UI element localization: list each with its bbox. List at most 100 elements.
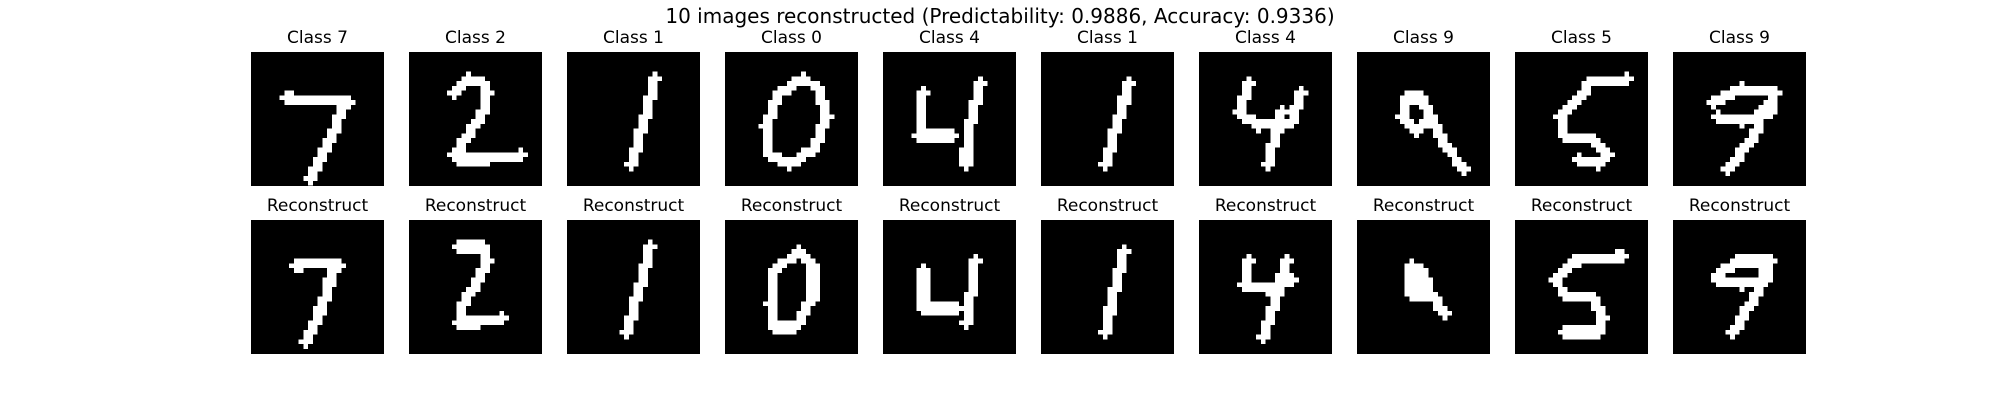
digit-pixel <box>1557 329 1563 335</box>
digit-pixel <box>341 109 347 115</box>
digit-pixel <box>456 147 462 153</box>
digit-pixel <box>1720 282 1726 288</box>
digit-pixel <box>1404 272 1410 278</box>
digit-pixel <box>1595 76 1601 82</box>
digit-pixel <box>652 85 658 91</box>
digit-pixel <box>1117 104 1122 110</box>
digit-pixel <box>1581 138 1587 143</box>
digit-pixel <box>470 315 476 321</box>
digit-pixel <box>1126 90 1132 96</box>
digit-pixel <box>1418 277 1424 283</box>
reconstruct-title-2: Reconstruct <box>424 196 527 216</box>
digit-pixel <box>810 272 816 278</box>
digit-pixel <box>1562 291 1568 297</box>
digit-pixel <box>805 296 811 302</box>
digit-pixel <box>643 109 648 115</box>
digit-pixel <box>1126 100 1132 105</box>
digit-pixel <box>1437 128 1443 134</box>
digit-pixel <box>772 325 778 330</box>
digit-pixel <box>935 133 941 139</box>
digit-pixel <box>633 147 639 153</box>
digit-pixel <box>963 166 969 172</box>
digit-pixel <box>944 306 950 311</box>
digit-pixel <box>308 263 313 269</box>
digit-pixel <box>772 296 778 302</box>
digit-pixel <box>1557 291 1563 297</box>
digit-pixel <box>336 268 342 273</box>
digit-pixel <box>336 104 342 110</box>
reconstruct-title-6: Reconstruct <box>1056 196 1159 216</box>
digit-pixel <box>480 253 486 259</box>
digit-pixel <box>949 138 955 143</box>
digit-pixel <box>796 161 802 167</box>
digit-pixel <box>1720 277 1726 283</box>
digit-pixel <box>1414 133 1419 139</box>
digit-pixel <box>456 301 462 307</box>
digit-pixel <box>1739 119 1745 124</box>
digit-pixel <box>772 301 778 307</box>
digit-pixel <box>1102 166 1108 172</box>
digit-pixel <box>461 152 467 158</box>
digit-pixel <box>331 123 337 129</box>
digit-pixel <box>801 81 806 86</box>
digit-pixel <box>1404 268 1410 273</box>
digit-pixel <box>1586 90 1592 96</box>
digit-pixel <box>1298 85 1304 91</box>
digit-pixel <box>772 320 778 326</box>
digit-pixel <box>968 123 974 129</box>
digit-pixel <box>1600 253 1606 259</box>
original-digit-7 <box>1199 52 1332 186</box>
digit-pixel <box>1112 114 1118 120</box>
digit-pixel <box>1121 90 1127 96</box>
digit-pixel <box>1567 268 1573 273</box>
digit-pixel <box>312 161 318 167</box>
digit-pixel <box>801 152 806 158</box>
digit-pixel <box>638 128 644 134</box>
digit-pixel <box>1562 133 1568 139</box>
digit-pixel <box>475 244 481 250</box>
digit-pixel <box>461 157 467 162</box>
digit-pixel <box>1763 272 1769 278</box>
digit-pixel <box>470 123 476 129</box>
digit-pixel <box>767 301 773 307</box>
digit-pixel <box>1461 171 1467 177</box>
digit-pixel <box>978 100 983 105</box>
digit-pixel <box>647 253 653 259</box>
digit-pixel <box>499 310 505 316</box>
digit-pixel <box>1591 291 1596 297</box>
digit-pixel <box>810 142 816 148</box>
digit-pixel <box>341 100 347 105</box>
digit-pixel <box>1720 119 1726 124</box>
digit-pixel <box>954 310 960 316</box>
digit-pixel <box>1414 282 1419 288</box>
digit-pixel <box>1567 329 1573 335</box>
digit-pixel <box>1275 128 1280 134</box>
digit-pixel <box>1117 100 1122 105</box>
digit-pixel <box>1270 310 1276 316</box>
digit-pixel <box>777 95 783 101</box>
digit-pixel <box>968 119 974 124</box>
digit-pixel <box>1739 277 1745 283</box>
digit-pixel <box>293 268 299 273</box>
digit-pixel <box>925 287 931 292</box>
digit-pixel <box>1730 258 1735 264</box>
digit-pixel <box>1126 76 1132 82</box>
digit-pixel <box>925 138 931 143</box>
digit-pixel <box>485 152 490 158</box>
digit-pixel <box>485 320 490 326</box>
digit-pixel <box>810 291 816 297</box>
digit-pixel <box>1557 119 1563 124</box>
digit-pixel <box>1614 249 1620 254</box>
digit-pixel <box>1581 81 1587 86</box>
original-title-6: Class 1 <box>1077 28 1138 48</box>
digit-pixel <box>499 315 505 321</box>
digit-pixel <box>303 334 309 340</box>
digit-pixel <box>1605 258 1611 264</box>
digit-pixel <box>1624 81 1630 86</box>
digit-pixel <box>480 315 486 321</box>
digit-pixel <box>1567 258 1573 264</box>
original-title-9: Class 5 <box>1551 28 1612 48</box>
digit-pixel <box>791 157 797 162</box>
digit-pixel <box>1567 325 1573 330</box>
digit-pixel <box>1562 329 1568 335</box>
